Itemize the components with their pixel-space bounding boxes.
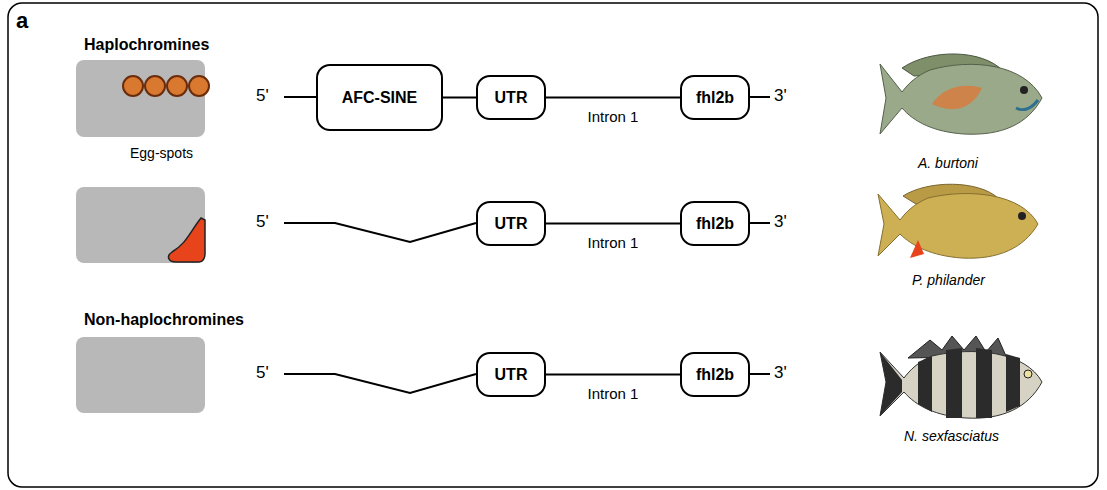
fish-body (878, 194, 1038, 259)
region-name: UTR (495, 215, 528, 233)
fin-patch (76, 187, 205, 263)
gene-region-box: fhl2b (680, 352, 750, 397)
group-heading: Haplochromines (84, 35, 209, 54)
species-name: N. sexfasciatus (904, 428, 999, 445)
mouth-mark (1016, 100, 1038, 110)
egg-spot (189, 76, 209, 96)
gene-region-box: fhl2b (680, 201, 750, 246)
fin-patch (76, 337, 205, 413)
fin-patch (76, 60, 205, 137)
dna-line (750, 96, 770, 98)
stripe (880, 352, 902, 416)
anal-fin-spot (910, 240, 924, 258)
panel-letter: a (16, 8, 28, 34)
panel-border (8, 3, 1098, 487)
intron-label: Intron 1 (586, 385, 641, 403)
end-label: 5' (256, 86, 269, 106)
gene-region-box: UTR (476, 75, 546, 120)
region-name: fhl2b (696, 89, 734, 107)
egg-spot (145, 76, 165, 96)
fish-illustration (880, 54, 1042, 134)
dna-connector (546, 374, 680, 376)
region-name: AFC-SINE (342, 89, 418, 107)
dna-connector (443, 97, 476, 99)
stripe (1006, 354, 1020, 412)
end-label: 3' (774, 363, 787, 383)
deletion-line (284, 374, 476, 393)
stripe (976, 348, 992, 418)
egg-spot (167, 76, 187, 96)
egg-spot (123, 76, 143, 96)
dna-line (750, 222, 770, 224)
dna-line (284, 96, 316, 98)
fish-illustration (878, 184, 1038, 258)
stripe (946, 348, 962, 418)
dna-connector (546, 97, 680, 99)
end-label: 3' (774, 212, 787, 232)
gene-region-box: AFC-SINE (316, 64, 443, 131)
end-label: 5' (256, 363, 269, 383)
gene-region-box: fhl2b (680, 75, 750, 120)
species-name: P. philander (912, 272, 985, 289)
fish-eye (1018, 212, 1026, 220)
fish-body (880, 64, 1042, 134)
fish-eye (1020, 86, 1028, 94)
end-label: 5' (256, 212, 269, 232)
region-name: UTR (495, 366, 528, 384)
gene-region-box: UTR (476, 352, 546, 397)
trait-label: Egg-spots (130, 145, 193, 162)
deletion-line (284, 223, 476, 242)
gene-region-box: UTR (476, 201, 546, 246)
end-label: 3' (774, 86, 787, 106)
species-name: A. burtoni (918, 155, 978, 172)
fish-eye (1024, 370, 1032, 378)
intron-label: Intron 1 (586, 234, 641, 252)
dna-connector (546, 223, 680, 225)
dna-line (750, 373, 770, 375)
region-name: UTR (495, 89, 528, 107)
fish-illustration (880, 336, 1042, 418)
stripe (918, 356, 932, 412)
color-patch (932, 86, 982, 109)
region-name: fhl2b (696, 366, 734, 384)
fin-blotch (169, 218, 205, 262)
group-heading: Non-haplochromines (84, 310, 244, 329)
intron-label: Intron 1 (586, 108, 641, 126)
stripes (880, 348, 1020, 418)
region-name: fhl2b (696, 215, 734, 233)
